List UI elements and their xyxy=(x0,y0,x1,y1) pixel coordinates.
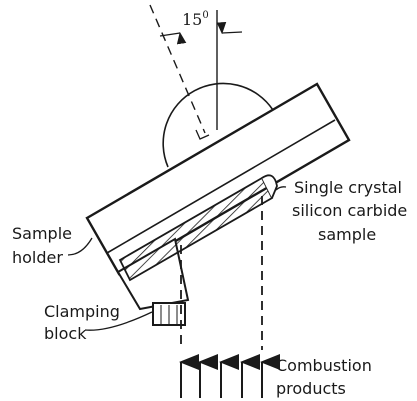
angle-dimension-line xyxy=(159,31,187,45)
flow-label-line-2: products xyxy=(276,379,346,398)
block-label-line-2: block xyxy=(44,324,87,343)
angle-label: 150 xyxy=(182,10,209,29)
crystal-label-line-3: sample xyxy=(318,225,376,244)
right-angle-mark xyxy=(195,129,210,140)
angle-dimension-line-right xyxy=(216,21,243,35)
holder-label-line-2: holder xyxy=(12,248,63,267)
block-label-line-1: Clamping xyxy=(44,302,120,321)
block-leader xyxy=(84,311,153,331)
sample-rounded-end xyxy=(261,174,278,199)
holder-label-line-1: Sample xyxy=(12,224,72,243)
crystal-label-line-2: silicon carbide xyxy=(292,201,407,220)
flow-label-line-1: Combustion xyxy=(276,356,372,375)
protractor-semicircle xyxy=(162,82,274,168)
holder-leader xyxy=(67,237,93,256)
holder-inner-edge xyxy=(106,119,336,254)
crystal-leader xyxy=(275,186,287,191)
crystal-label-line-1: Single crystal xyxy=(294,178,402,197)
normal-reference-line xyxy=(149,4,206,134)
